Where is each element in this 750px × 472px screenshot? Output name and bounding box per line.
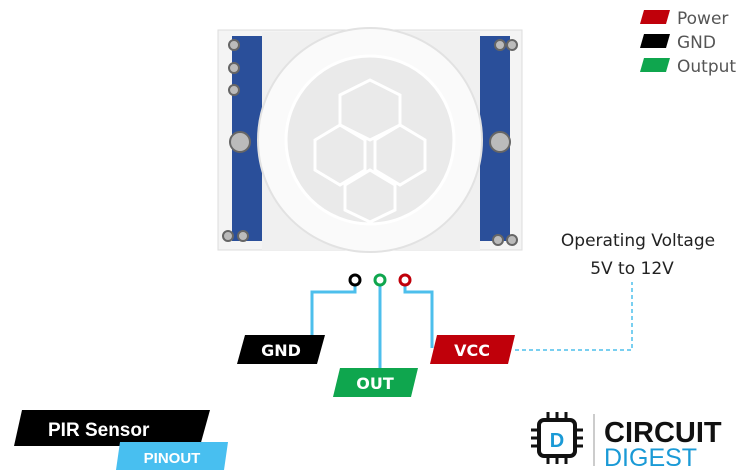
legend-output: Output [677,57,736,77]
legend-swatch-power [640,10,670,24]
pin-label-gnd: GND [237,335,325,364]
pin-gnd [348,273,362,287]
title-main: PIR Sensor [48,420,150,441]
legend-swatch-gnd [640,34,670,48]
title-badge: PIR Sensor PINOUT [14,410,228,470]
pin-label-out: OUT [333,368,418,397]
title-sub: PINOUT [144,450,201,467]
pin-label-vcc: VCC [430,335,515,364]
pir-sensor-board [217,27,523,253]
voltage-range-label: 5V to 12V [590,259,674,279]
legend-gnd: GND [677,33,716,53]
vcc-label-text: VCC [454,341,490,360]
out-label-text: OUT [356,374,394,393]
gnd-label-text: GND [261,341,301,360]
wires [310,285,434,370]
voltage-dashed-line [515,282,633,351]
chip-icon: D [531,412,583,464]
logo-digest: DIGEST [604,444,697,472]
operating-voltage-label: Operating Voltage [561,231,715,251]
gnd-wire [310,285,357,348]
vcc-wire [403,285,434,348]
circuit-digest-logo: D CIRCUIT DIGEST [531,412,722,472]
legend-swatch-output [640,58,670,72]
logo-circuit: CIRCUIT [604,417,722,449]
svg-text:D: D [550,430,564,452]
legend: Power GND Output [640,9,736,77]
legend-power: Power [677,9,728,29]
pin-out [373,273,387,287]
pin-vcc [398,273,412,287]
